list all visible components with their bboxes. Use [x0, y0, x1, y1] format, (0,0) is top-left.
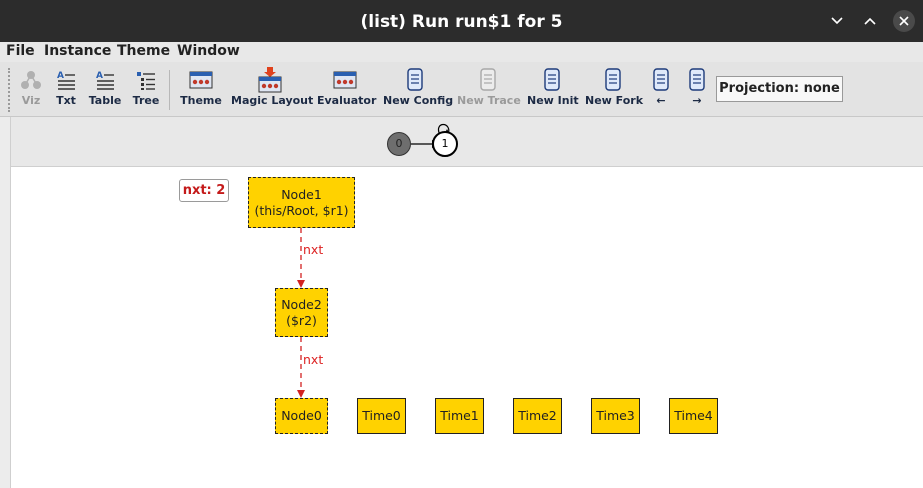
scroll-icon	[407, 68, 423, 91]
theme-icon	[189, 71, 213, 89]
edge-label-nxt: nxt	[303, 242, 324, 257]
trace-state-0[interactable]: 0	[387, 132, 411, 156]
graph-canvas[interactable]	[11, 166, 923, 488]
node-time4[interactable]: Time4	[669, 398, 718, 434]
projection-button[interactable]: Projection: none	[716, 76, 843, 102]
table-button[interactable]: A Table	[88, 71, 122, 107]
minimize-icon	[831, 17, 843, 25]
node-time1[interactable]: Time1	[435, 398, 484, 434]
next-state-button[interactable]: →	[686, 66, 708, 107]
node-node2[interactable]: Node2 ($r2)	[275, 288, 328, 337]
table-icon: A	[96, 71, 114, 90]
toolbar-separator	[169, 70, 170, 110]
magic-layout-button[interactable]: Magic Layout	[231, 66, 313, 107]
minimize-button[interactable]	[828, 12, 846, 30]
menu-bar: File Instance Theme Window	[0, 42, 923, 62]
tree-button[interactable]: Tree	[131, 66, 161, 107]
svg-text:A: A	[57, 71, 64, 81]
scroll-icon	[605, 68, 621, 91]
window-title: (list) Run run$1 for 5	[360, 12, 563, 32]
node-time0[interactable]: Time0	[357, 398, 406, 434]
previous-state-button[interactable]: ←	[650, 66, 672, 107]
maximize-button[interactable]	[861, 12, 879, 30]
trace-strip: 0 1	[0, 117, 923, 166]
close-icon	[899, 16, 909, 26]
magic-layout-icon	[258, 67, 282, 93]
left-gutter	[0, 117, 11, 488]
new-init-button[interactable]: New Init	[527, 66, 579, 107]
evaluator-button[interactable]: Evaluator	[317, 66, 376, 107]
nxt-value-box[interactable]: nxt: 2	[179, 179, 229, 202]
node-node0[interactable]: Node0	[275, 398, 328, 434]
maximize-icon	[864, 17, 876, 25]
theme-button[interactable]: Theme	[180, 66, 222, 107]
node-time2[interactable]: Time2	[513, 398, 562, 434]
toolbar-grip[interactable]	[8, 68, 12, 112]
viz-icon	[21, 71, 41, 89]
tree-icon	[137, 72, 155, 90]
viz-button[interactable]: Viz	[16, 66, 46, 107]
close-button[interactable]	[893, 10, 915, 32]
new-config-button[interactable]: New Config	[383, 66, 453, 107]
scroll-icon	[689, 68, 705, 91]
menu-theme[interactable]: Theme	[117, 43, 171, 59]
txt-button[interactable]: A Txt	[56, 71, 76, 107]
evaluator-icon	[333, 71, 357, 89]
scroll-icon	[544, 68, 560, 91]
txt-icon: A	[57, 71, 75, 90]
scroll-icon	[653, 68, 669, 91]
menu-window[interactable]: Window	[177, 43, 240, 59]
scroll-icon	[480, 68, 496, 91]
node-node1[interactable]: Node1 (this/Root, $r1)	[248, 177, 355, 228]
new-trace-button[interactable]: New Trace	[457, 66, 521, 107]
trace-state-1[interactable]: 1	[432, 131, 458, 157]
node-time3[interactable]: Time3	[591, 398, 640, 434]
menu-file[interactable]: File	[6, 43, 35, 59]
window-titlebar: (list) Run run$1 for 5	[0, 0, 923, 42]
trace-state-graph	[411, 123, 451, 148]
edge-label-nxt: nxt	[303, 352, 324, 367]
svg-text:A: A	[96, 71, 103, 81]
menu-instance[interactable]: Instance	[44, 43, 112, 59]
new-fork-button[interactable]: New Fork	[585, 66, 643, 107]
